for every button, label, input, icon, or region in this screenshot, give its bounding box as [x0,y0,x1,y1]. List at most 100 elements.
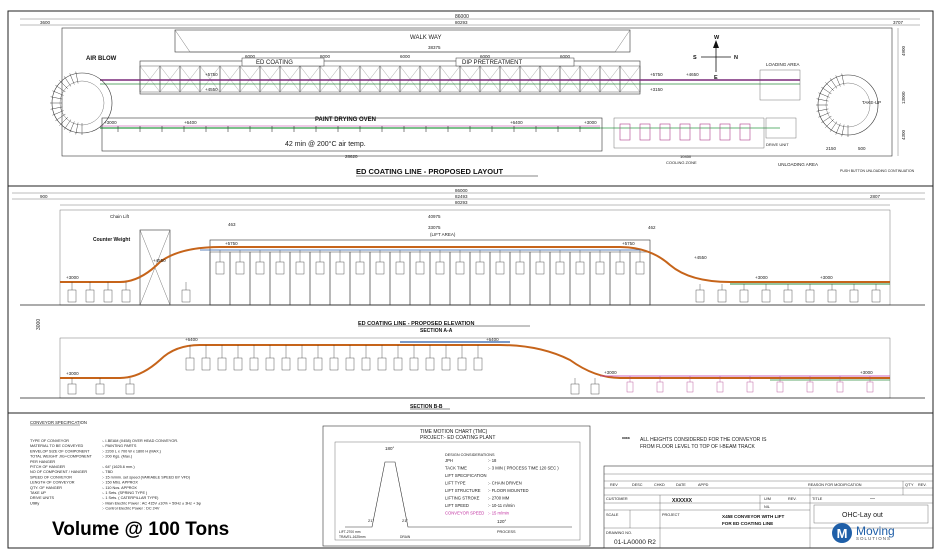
oven-dim: 28620 [345,154,358,159]
tmc-chart: TIME MOTION CHART (TMC) PROJECT:- ED COA… [322,425,591,547]
seg-dim-d: 6000 [480,54,491,59]
tmc-angle-r: 21° [402,518,408,523]
elev-b-level-3: +6400 [486,337,499,342]
note-star: **** [622,437,630,443]
chain-lift-label: Chain Lift [110,214,130,219]
plan-level-8: +6400 [510,120,523,125]
hanger [457,357,467,371]
paint-drying-oven-label: PAINT DRYING OVEN [315,117,376,123]
spec-row-key: TOTAL WEIGHT JIG+COMPONENT [30,455,92,459]
hanger [103,289,113,303]
cooling-rack [619,123,631,141]
elev-a-dim-right: 2807 [870,194,881,199]
seg-dim-b: 8000 [320,54,331,59]
plan-level-7: +6400 [184,120,197,125]
air-blow-label: AIR BLOW [86,56,117,62]
volume-caption: Volume @ 100 Tons [52,519,230,540]
cooling-zone [613,117,765,149]
note-line-2: FROM FLOOR LEVEL TO TOP OF I-BEAM TRACK [640,444,756,450]
tb-header-cell: APPD [698,483,709,487]
tb-uom: U/M [764,497,771,501]
plan-dim-total: 86000 [455,14,469,20]
tmc-process-angle: 120° [497,519,507,524]
plan-frame [7,10,934,187]
tmc-row-value: :- 10-11 m/min [488,503,515,508]
hanger [776,381,784,393]
spec-row-key: TAKE UP [30,491,46,495]
spec-title: CONVEYOR SPECIFICATION [30,420,87,425]
elevation-b: 3000 +3000 +6400 +6400 +3000 +3000 SECTI… [20,319,925,410]
hanger [329,357,339,371]
hanger [121,289,131,303]
elev-a-title: ED COATING LINE - PROPOSED ELEVATION [358,321,474,327]
hanger [871,289,881,303]
tb-customer: XXXXXX [672,498,693,504]
plan-level-4: +3150 [650,87,663,92]
spec-row-key: Utility [30,501,39,505]
hanger [393,357,403,371]
elev-a-dim-d4: 462 [648,225,656,230]
hanger [425,357,435,371]
hanger [849,289,859,303]
hanger [249,357,259,371]
cooling-rack [739,123,751,141]
note-line-1: ALL HEIGHTS CONSIDERED FOR THE CONVEYOR … [640,437,767,443]
hanger [345,357,355,371]
cooling-rack [639,123,651,141]
plan-dim-right: 3707 [893,20,904,25]
tb-rev-2: REV. [788,497,797,501]
tank-cells [139,65,641,93]
plan-dim-mid: 80293 [455,20,468,25]
cooling-zone-label: COOLING ZONE [666,160,697,165]
tmc-row-value: :- 3 MIN ( PROCESS TIME 120 SEC ) [488,466,559,471]
logo-name: Moving [856,523,895,538]
plan-title: ED COATING LINE - PROPOSED LAYOUT [356,167,504,176]
seg-dim-c: 6000 [400,54,411,59]
hanger [85,289,95,303]
building-outline [61,27,893,157]
spec-row-value: :- Main Electric Power : AC 415V ±10% + … [102,501,201,505]
counter-weight-label: Counter Weight [93,237,130,243]
hanger [746,381,754,393]
elev-a-dim-inner: 80293 [455,200,468,205]
elevation-a: 86000 82493 80293 900 2807 463 40975 330… [12,188,925,334]
elev-a-dim-total: 86000 [455,188,468,193]
tb-desc-2: FOR ED COATING LINE [722,521,773,526]
compass-s: S [693,55,697,61]
hanger [361,357,371,371]
elev-b-conveyor-line [60,344,890,379]
tmc-row-key: CONVEYOR SPEED [445,511,484,516]
elev-a-dim-d2: 40975 [428,214,441,219]
chain-lift-tower [139,229,171,306]
hanger [313,357,323,371]
height-note: **** ALL HEIGHTS CONSIDERED FOR THE CONV… [622,437,767,450]
elev-a-level-7: +3000 [820,275,833,280]
tb-dash: — [870,496,875,502]
spec-row-value: :- 64" (1625.6 mm.) [102,465,135,469]
drive-unit-label: DRIVE UNIT [766,142,789,147]
spec-row-key: LENGTH OF CONVEYOR [30,481,75,485]
spec-row-value: :- 110 Nos. APPROX [102,486,137,490]
lift-area-label: (LIFT AREA) [430,232,456,237]
hanger [265,357,275,371]
elev-a-dim-mid: 82493 [455,194,468,199]
hanger [409,357,419,371]
spec-row-key: PITCH OF HANGER [30,465,65,469]
plan-level-1: +5750 [205,72,218,77]
spec-row-value: :- 1 Sets. ( CATERPILLAR TYPE) [102,496,159,500]
elev-a-level-3: +5750 [225,241,238,246]
tmc-row-value: :- FLOOR MOUNTED [488,488,528,493]
oven-note: 42 min @ 200°C air temp. [285,140,366,148]
spec-rows: TYPE OF CONVEYOR:- I-BEAM (X458) OVER HE… [30,439,201,511]
tmc-row-key: TACK TIME [445,466,467,471]
tmc-angle-top: 180° [385,446,395,451]
plan-level-5: +4650 [686,72,699,77]
hanger [656,381,664,393]
spec-row-key: PER HANGER [30,460,55,464]
hanger [783,289,793,303]
hanger [761,289,771,303]
spec-row-key: SPEED OF CONVEYOR [30,475,72,479]
spec-row-value: :- 150 Mtrs. APPROX [102,481,138,485]
push-button-note: PUSH BUTTON UNLOADING CONTINUATION [840,169,915,173]
